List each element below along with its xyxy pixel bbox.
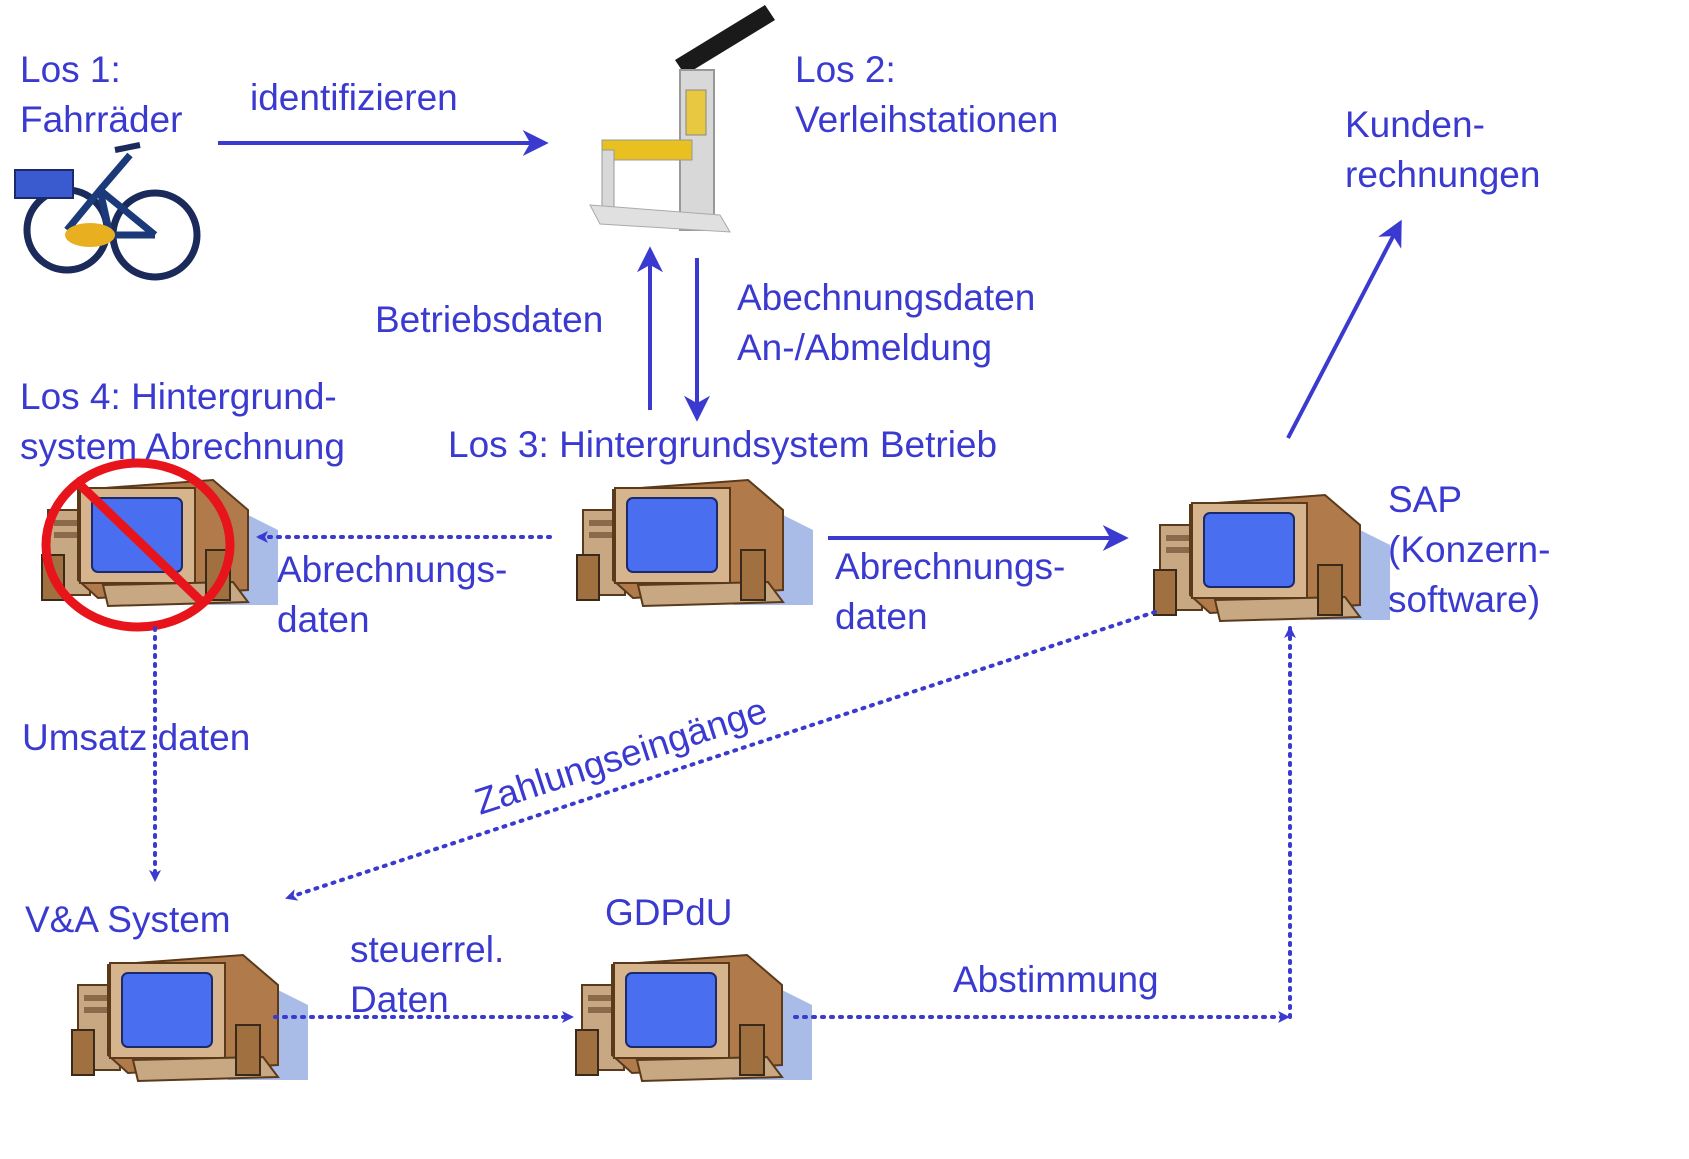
label-los3: Los 3: Hintergrundsystem Betrieb [448, 424, 998, 465]
prohibited-icon [41, 458, 235, 632]
label-los2: Los 2: Verleihstationen [795, 49, 1059, 140]
computer-icon [41, 479, 279, 607]
label-umsatzdaten: Umsatz daten [22, 717, 251, 758]
computer-icon [576, 479, 814, 607]
rental-station-icon [589, 5, 775, 233]
label-abstimmung: Abstimmung [953, 959, 1159, 1000]
bicycle-icon [14, 142, 201, 281]
label-gdpdu: GDPdU [605, 892, 733, 933]
computer-icon [71, 954, 309, 1082]
label-identifizieren: identifizieren [250, 77, 458, 118]
computer-icon [1153, 494, 1391, 622]
label-va-system: V&A System [25, 899, 231, 940]
label-abrechnungsdaten-left: Abrechnungs- daten [277, 549, 508, 640]
label-abechnungsdaten: Abechnungsdaten An-/Abmeldung [737, 277, 1036, 368]
label-los1: Los 1: Fahrräder [20, 49, 183, 140]
arrow-zahlungseingaenge [285, 610, 1157, 901]
arrow-kundenrechnungen [1286, 219, 1402, 439]
label-zahlungseingaenge: Zahlungseingänge [470, 690, 772, 823]
label-los4: Los 4: Hintergrund- system Abrechnung [20, 376, 345, 467]
label-steuerrel: steuerrel. Daten [350, 929, 505, 1020]
label-abrechnungsdaten-right: Abrechnungs- daten [835, 546, 1066, 637]
label-betriebsdaten: Betriebsdaten [375, 299, 604, 340]
computer-icon [575, 954, 813, 1082]
label-kundenrechnungen: Kunden- rechnungen [1345, 104, 1541, 195]
label-sap: SAP (Konzern- software) [1388, 479, 1551, 620]
